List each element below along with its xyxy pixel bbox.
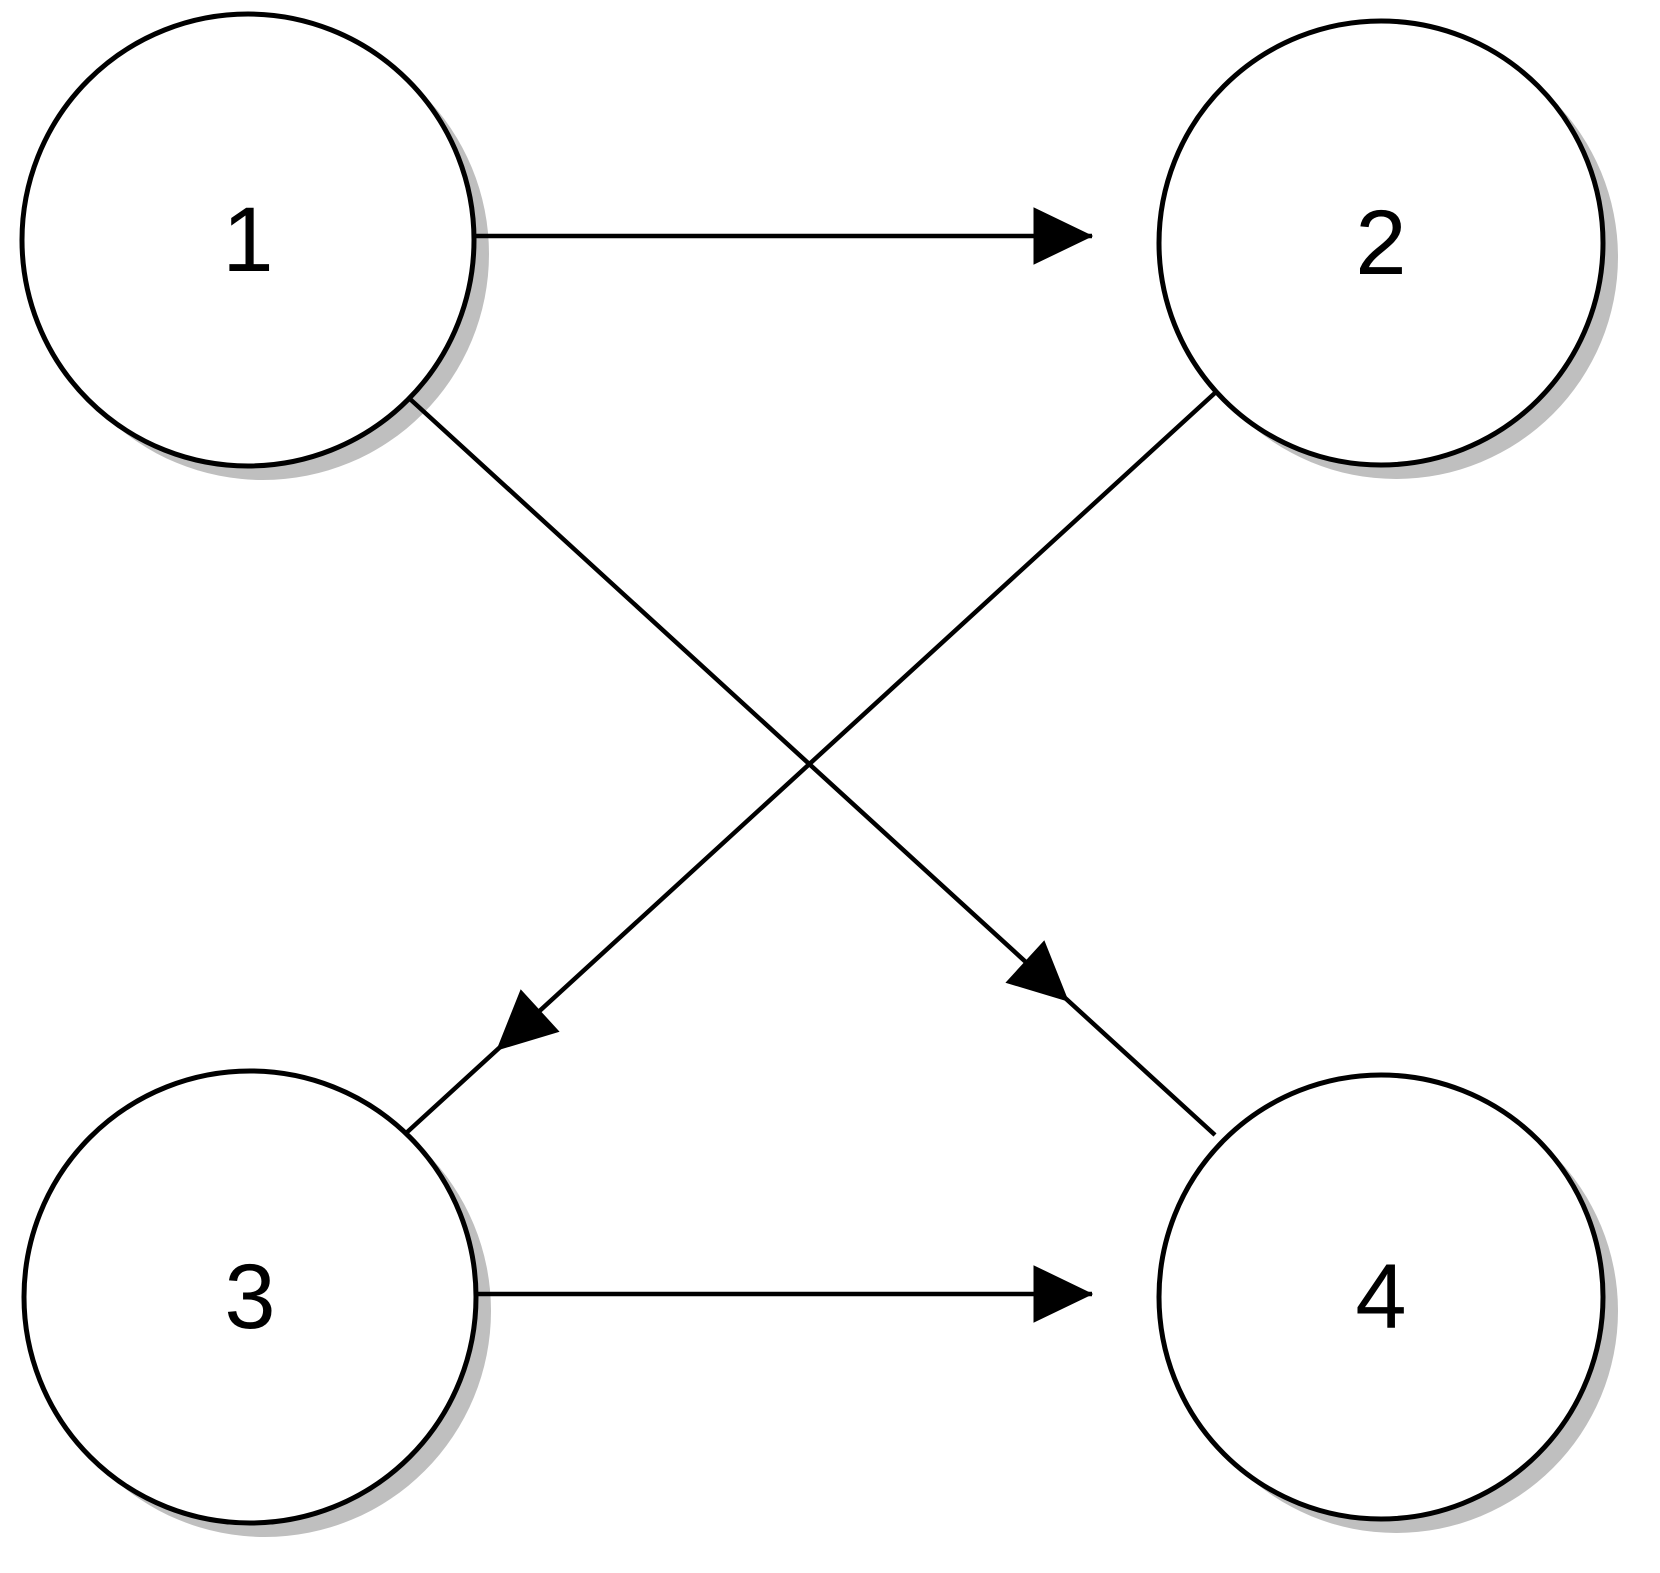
edge-1-to-2-arrowhead xyxy=(1033,207,1094,265)
node-layer: 1 2 3 4 xyxy=(19,11,1606,1526)
node-3-label: 3 xyxy=(224,1246,275,1348)
node-4-label: 4 xyxy=(1355,1246,1406,1348)
edge-3-to-4[interactable] xyxy=(478,1265,1094,1323)
node-4-circle[interactable] xyxy=(1156,1072,1606,1522)
node-2-circle[interactable] xyxy=(1156,18,1606,468)
edge-1-to-2[interactable] xyxy=(476,207,1094,265)
edge-2-to-3-arrowhead xyxy=(496,989,560,1051)
node-1-label: 1 xyxy=(222,189,273,291)
edge-1-to-4[interactable] xyxy=(408,397,1217,1137)
node-2[interactable]: 2 xyxy=(1156,18,1606,468)
node-3-circle[interactable] xyxy=(21,1068,479,1526)
node-1-circle[interactable] xyxy=(19,11,477,469)
edge-3-to-4-arrowhead xyxy=(1033,1265,1094,1323)
node-3[interactable]: 3 xyxy=(21,1068,479,1526)
edge-layer xyxy=(402,207,1218,1323)
node-2-label: 2 xyxy=(1355,192,1406,294)
node-1[interactable]: 1 xyxy=(19,11,477,469)
edge-1-to-4-arrowhead xyxy=(1005,940,1069,1002)
edge-1-to-4-line xyxy=(408,397,1217,1137)
edge-2-to-3[interactable] xyxy=(402,390,1218,1137)
node-4[interactable]: 4 xyxy=(1156,1072,1606,1522)
